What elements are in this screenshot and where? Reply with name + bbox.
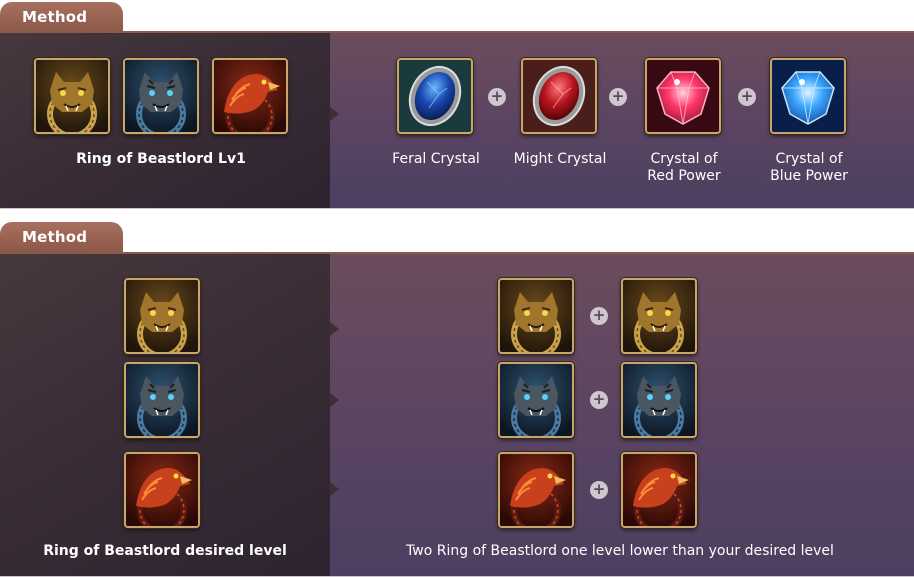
plus-icon: + [609, 88, 627, 106]
blue-power-crystal-icon[interactable] [770, 58, 846, 134]
plus-icon: + [738, 88, 756, 106]
phoenix-ring-icon[interactable] [124, 452, 200, 528]
panther-ring-icon[interactable] [621, 362, 697, 438]
might-crystal-icon[interactable] [521, 58, 597, 134]
blue-power-crystal-label-line-2: Blue Power [770, 168, 848, 184]
plus-icon: + [488, 88, 506, 106]
blue-power-crystal-label-line-1: Crystal of [775, 151, 843, 167]
blue-power-crystal-label: Crystal of Blue Power [753, 151, 865, 185]
panther-ring-icon[interactable] [124, 362, 200, 438]
phoenix-ring-icon[interactable] [621, 452, 697, 528]
method-2-panel: Ring of Beastlord desired level + + + Tw… [0, 252, 914, 577]
arrow-notch [330, 322, 339, 336]
plus-icon: + [590, 481, 608, 499]
tiger-ring-icon[interactable] [34, 58, 110, 134]
feral-crystal-icon[interactable] [397, 58, 473, 134]
red-power-crystal-label-line-2: Red Power [647, 168, 721, 184]
plus-icon: + [590, 307, 608, 325]
arrow-notch [330, 393, 339, 407]
plus-icon: + [590, 391, 608, 409]
might-crystal-label: Might Crystal [513, 151, 607, 167]
tiger-ring-icon[interactable] [498, 278, 574, 354]
arrow-notch [330, 482, 339, 496]
phoenix-ring-icon[interactable] [212, 58, 288, 134]
red-power-crystal-label: Crystal of Red Power [628, 151, 740, 185]
method-1-panel: Ring of Beastlord Lv1 + + + Feral Crysta… [0, 31, 914, 209]
phoenix-ring-icon[interactable] [498, 452, 574, 528]
arrow-notch [330, 107, 339, 121]
red-power-crystal-label-line-1: Crystal of [650, 151, 718, 167]
tiger-ring-icon[interactable] [621, 278, 697, 354]
method-2-tab: Method 2 [0, 222, 123, 277]
method-2-result-label: Ring of Beastlord desired level [43, 543, 287, 559]
method-2-ingredients-label: Two Ring of Beastlord one level lower th… [406, 543, 834, 559]
panther-ring-icon[interactable] [123, 58, 199, 134]
panther-ring-icon[interactable] [498, 362, 574, 438]
method-1-tab: Method 1 [0, 2, 123, 57]
feral-crystal-label: Feral Crystal [392, 151, 480, 167]
tiger-ring-icon[interactable] [124, 278, 200, 354]
red-power-crystal-icon[interactable] [645, 58, 721, 134]
method-1-result-label: Ring of Beastlord Lv1 [76, 151, 246, 167]
